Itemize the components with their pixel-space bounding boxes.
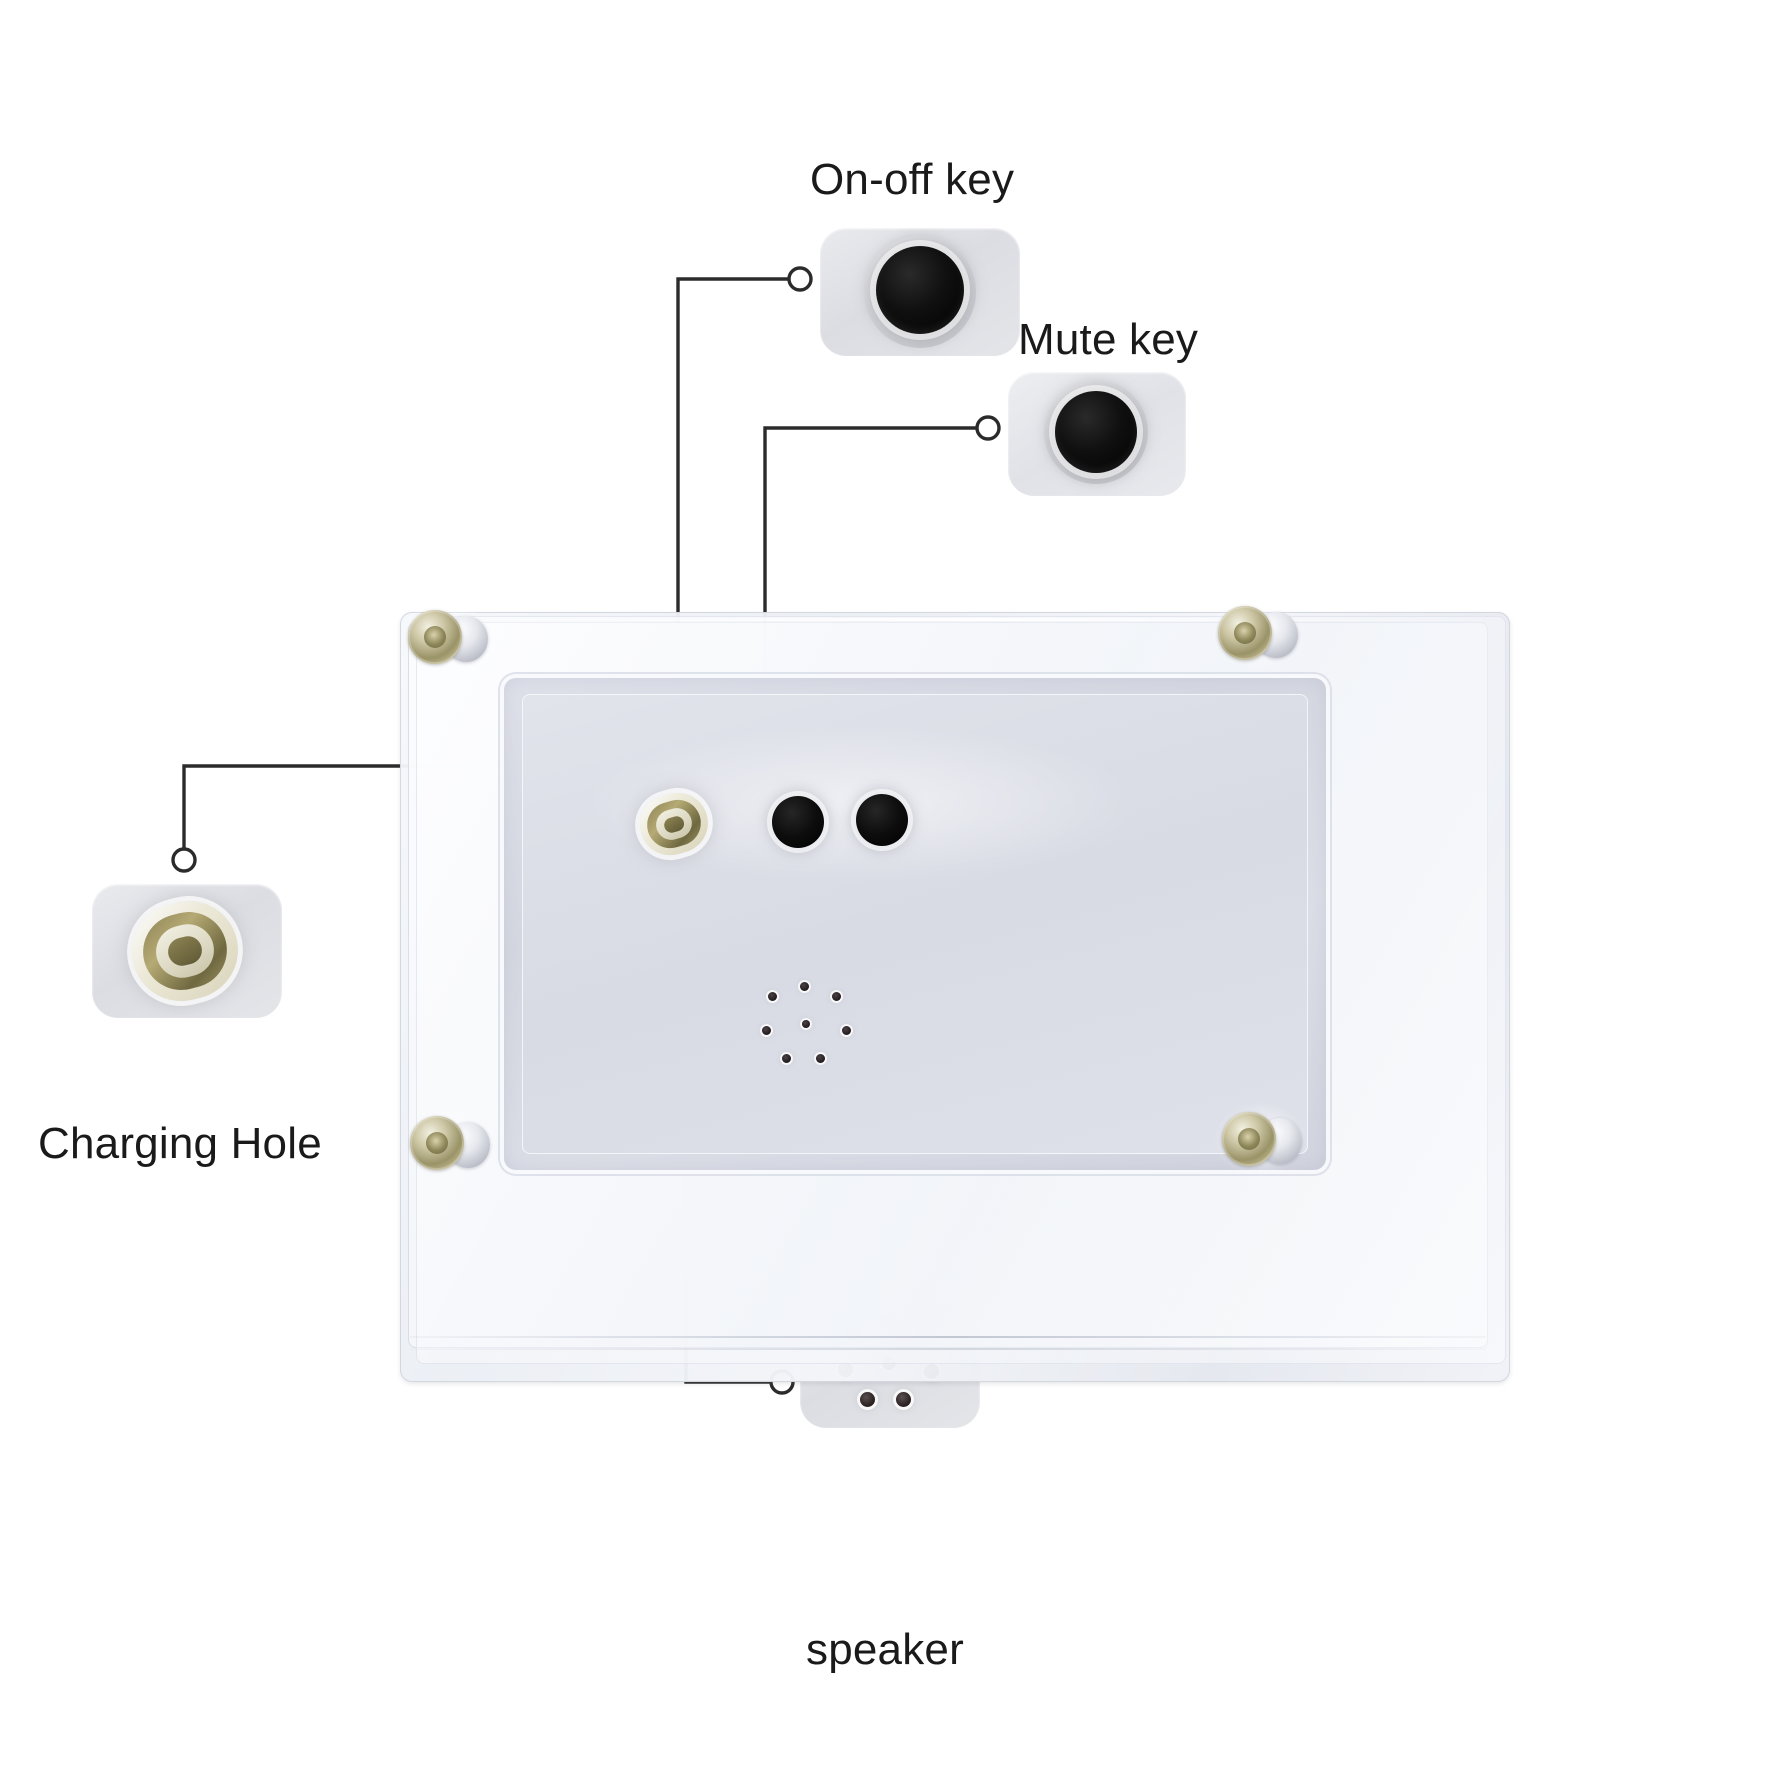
leader-dot-mute-key [975,415,1001,441]
slab-bottom-edge-secondary [410,1348,1486,1350]
corner-screw-bottom-left [400,1104,496,1182]
device-mute-button[interactable] [856,794,908,846]
inner-panel-surface [522,694,1308,1154]
corner-screw-bottom-right [1212,1100,1308,1178]
corner-screw-top-left [398,598,494,676]
callout-label-on-off-key: On-off key [810,155,1015,204]
callout-label-mute-key: Mute key [1018,315,1199,364]
slab-bottom-edge [410,1336,1486,1338]
callout-bubble-charging-hole [92,884,282,1018]
slab-top-highlight [414,618,1496,621]
mute-key-icon [1055,391,1137,473]
leader-dot-on-off-key [787,266,813,292]
usb-c-port-icon [121,890,249,1012]
inner-panel [500,674,1330,1174]
device-speaker-grille[interactable] [762,982,854,1074]
leader-dot-charging-hole [171,847,197,873]
power-key-icon [876,246,964,334]
device-body [398,594,1510,1382]
callout-label-speaker: speaker [806,1625,964,1674]
corner-screw-top-right [1208,594,1304,672]
device-power-button[interactable] [772,796,824,848]
callout-label-charging-hole: Charging Hole [38,1119,322,1168]
callout-bubble-on-off-key [820,228,1020,356]
callout-bubble-mute-key [1008,372,1186,496]
